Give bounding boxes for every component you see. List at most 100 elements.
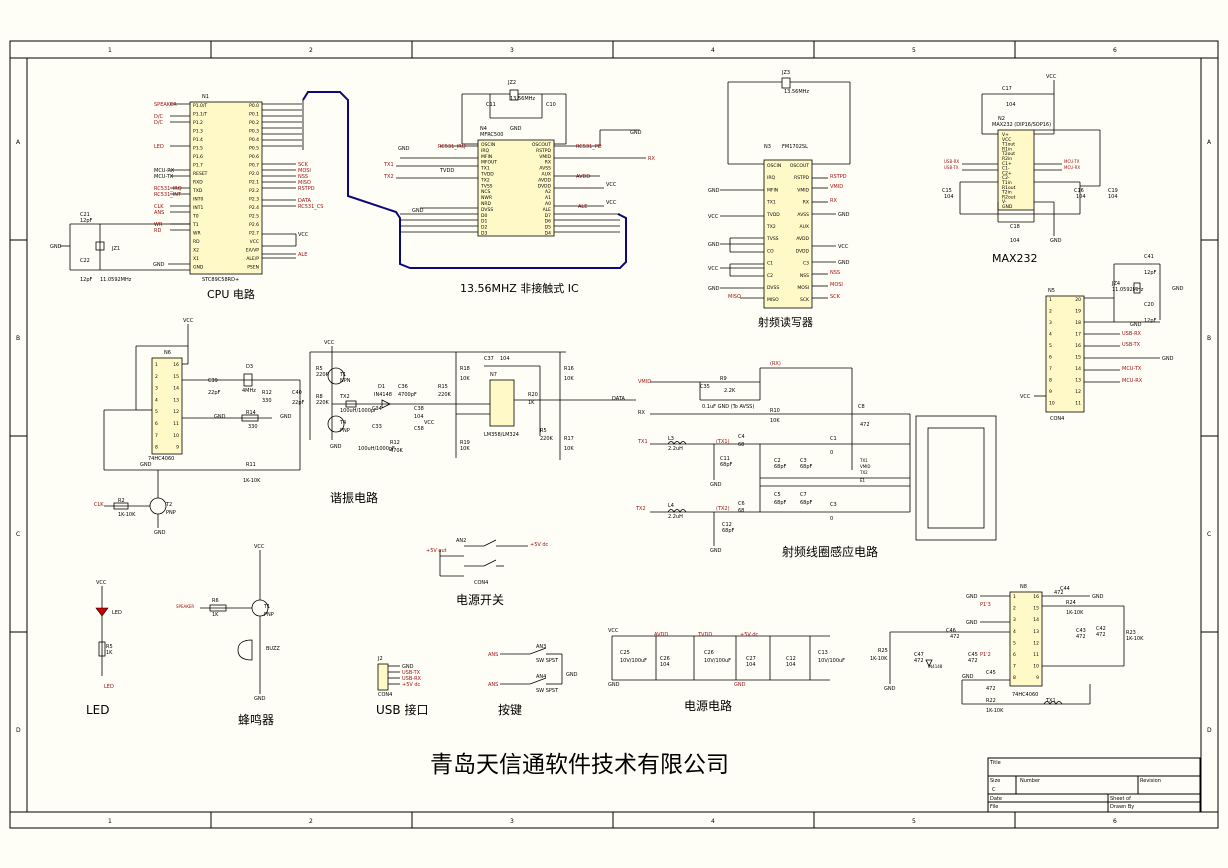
- pin-label: AVSS: [539, 166, 551, 172]
- gnd-label: GND: [708, 188, 720, 194]
- cap-label: 472: [860, 422, 870, 428]
- net-label: NSS: [830, 270, 840, 276]
- cap-label: 104: [414, 414, 424, 420]
- net-label: D/C: [154, 120, 164, 126]
- pin-label: P1.6: [193, 154, 203, 160]
- cpu-block: N1 STC89C58RD+ P1.0/TP1.1/TP1.2P1.3P1.4P…: [50, 94, 323, 301]
- vcc-label: VCC: [1046, 74, 1057, 80]
- net-label: USB-TX: [944, 165, 959, 170]
- cap-label: C47: [914, 652, 924, 658]
- gnd-label: GND: [710, 482, 722, 488]
- usb-pin: USB-TX: [402, 670, 421, 676]
- cap-label: C6: [738, 501, 745, 507]
- vcc-label: VCC: [608, 628, 619, 634]
- cap-label: C1: [830, 436, 837, 442]
- gnd-label: GND: [838, 212, 850, 218]
- pin-label: P1.2: [193, 120, 203, 126]
- res-label: R19: [460, 440, 470, 446]
- cap-label: 472: [950, 634, 960, 640]
- max232-block: N2 MAX232 (DIP16/SOP16) V+VCCT1outR1inT2…: [942, 74, 1118, 265]
- u6-pins: V+VCCT1outR1inT2outR2inC1+C1-C2+C2-T1inR…: [1001, 132, 1016, 210]
- cap-label: 0.1uF GND (To AVSS): [702, 404, 754, 410]
- pin-label: WR: [193, 231, 201, 237]
- cap-label: 68: [738, 508, 744, 514]
- cap-label: C7: [800, 492, 807, 498]
- gnd-label: GND: [708, 286, 720, 292]
- cap-label: C15: [942, 188, 952, 194]
- net-label: ALE: [578, 204, 587, 210]
- pin-label: VCC: [250, 239, 259, 245]
- crystal-ref: JZ3: [781, 70, 790, 76]
- pin-label: VMID: [539, 154, 551, 160]
- cap-label: C58: [414, 426, 424, 432]
- pin-label: P2.3: [249, 197, 259, 203]
- net-label: TVDD: [439, 168, 454, 174]
- pin-label: P2.4: [249, 205, 259, 211]
- cap-label: 12pF: [1144, 270, 1157, 276]
- col-label: 5: [912, 47, 916, 54]
- pin-label: AUX: [800, 224, 809, 230]
- pin-label: P1.5: [193, 146, 203, 152]
- res-label: R25: [878, 648, 888, 654]
- net-label: CLK: [154, 204, 164, 210]
- col-label: 1: [108, 47, 112, 54]
- revision-label: Revision: [1140, 778, 1161, 784]
- pin-label: C3: [803, 261, 809, 267]
- section-title-cpu: CPU 电路: [207, 288, 255, 301]
- pin-number: 12: [173, 409, 179, 415]
- rfreader-block: N3 FM1702SL OSCINIRQMFINTX1TVDDTX2TVSSCO…: [708, 70, 851, 329]
- res-label: 220K: [316, 372, 330, 378]
- pin-number: 16: [1033, 594, 1039, 600]
- pin-label: P0.0: [249, 103, 259, 109]
- vcc-label: VCC: [254, 544, 265, 550]
- pin-number: 11: [1075, 401, 1081, 407]
- cap-label: 22pF: [292, 400, 305, 406]
- pin-number: 16: [173, 362, 179, 368]
- cap-label: C20: [1144, 302, 1154, 308]
- res-label: 1K: [212, 612, 219, 618]
- diode-label: IN4148: [928, 664, 943, 669]
- pin-number: 2: [1049, 309, 1052, 315]
- res-value: 1K-10K: [986, 708, 1004, 714]
- pin-number: 8: [155, 445, 158, 451]
- cap-label: 0: [830, 450, 833, 456]
- keys-block: ANS ANS AN3 AN4 SW SPST SW SPST GND 按键: [488, 644, 578, 717]
- pin-label: OSCIN: [481, 142, 495, 148]
- gnd-label: GND: [966, 594, 978, 600]
- cap-value: 104: [786, 662, 796, 668]
- pin-label: TX1: [766, 200, 776, 206]
- net-label: MCU-RX: [1122, 378, 1143, 384]
- gnd-label: GND: [140, 462, 152, 468]
- res-label: R11: [246, 462, 256, 468]
- pwr-net: AVDD: [654, 632, 668, 638]
- col-label: 6: [1113, 47, 1117, 54]
- pin-label: T1: [192, 222, 199, 228]
- net-label: AVDD: [576, 174, 590, 180]
- net-label: RC531_IRQ: [438, 144, 466, 150]
- res-label: 10K: [564, 376, 574, 382]
- row-label: A: [16, 139, 21, 146]
- net-label: NSS: [298, 174, 308, 180]
- net-label: GND: [1162, 356, 1174, 362]
- pin-number: 11: [1033, 652, 1039, 658]
- net-label: (TX2): [716, 506, 730, 512]
- pin-label: MFIN: [481, 154, 492, 160]
- cap-label: C13: [818, 650, 828, 656]
- pin-number: 7: [155, 433, 158, 439]
- rx-net: RX: [638, 410, 645, 416]
- pin-label: T1out: [1001, 142, 1015, 148]
- res-label: 1K: [106, 650, 113, 656]
- net-label: VMID: [860, 464, 870, 469]
- part-label: TX2: [339, 394, 350, 400]
- cap-label: 104: [1076, 194, 1086, 200]
- col-label: 2: [309, 818, 313, 825]
- pin-number: 15: [1075, 355, 1081, 361]
- gnd-label: GND: [330, 444, 342, 450]
- max232-chip: [997, 129, 1035, 211]
- net-label: RC531_PD: [576, 144, 602, 150]
- pin-label: P1.3: [193, 129, 203, 135]
- net-label: GND: [153, 262, 165, 268]
- vcc-label: VCC: [838, 244, 849, 250]
- pin-label: IRQ: [481, 148, 489, 154]
